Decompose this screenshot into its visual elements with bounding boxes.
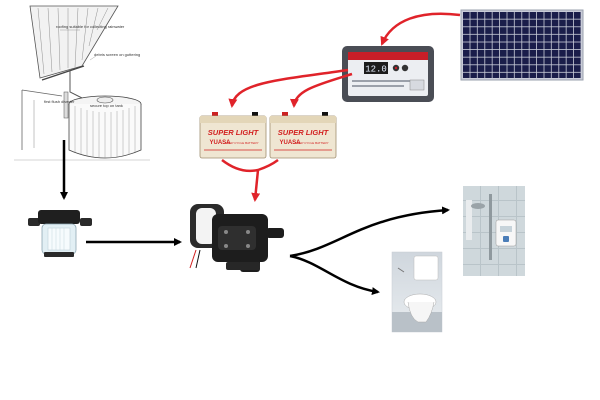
battery-icon-left: SUPER LIGHT YUASA DEEP CYCLE BATTERY (199, 112, 267, 159)
battery-sub-left: DEEP CYCLE BATTERY (225, 141, 258, 145)
battery-brand-right: SUPER LIGHT (278, 128, 330, 137)
arrow-solar-to-controller (380, 12, 461, 46)
arrow-batteries-to-pump (221, 158, 279, 200)
water-filter-icon (28, 210, 92, 257)
controller-display: 12.0 (365, 65, 387, 75)
arrow-pump-to-toilet (289, 254, 380, 296)
label-diverter: first flush diverter (44, 99, 75, 104)
battery-brand-left: SUPER LIGHT (208, 128, 260, 137)
shower-icon (463, 186, 525, 276)
arrow-pump-to-shower (289, 206, 450, 258)
battery-maker-right: YUASA (279, 140, 301, 146)
label-lid: secure top on tank (90, 103, 123, 108)
charge-controller-icon: 12.0 (342, 46, 434, 102)
rainwater-tank-sketch: roofing suitable for collecting rainwate… (14, 5, 150, 161)
power-flow-arrows (221, 12, 461, 200)
label-roof: roofing suitable for collecting rainwate… (56, 24, 125, 29)
arrow-controller-to-battery-left (228, 68, 349, 108)
solar-panel-icon (460, 9, 584, 81)
battery-maker-left: YUASA (209, 140, 231, 146)
water-pump-icon (189, 204, 284, 272)
arrow-controller-to-battery-right (289, 72, 353, 108)
label-debris: debris screen on guttering (94, 52, 140, 57)
toilet-icon (391, 251, 443, 333)
battery-icon-right: SUPER LIGHT YUASA DEEP CYCLE BATTERY (269, 112, 337, 159)
battery-sub-right: DEEP CYCLE BATTERY (295, 141, 328, 145)
water-flow-arrows (60, 140, 450, 296)
